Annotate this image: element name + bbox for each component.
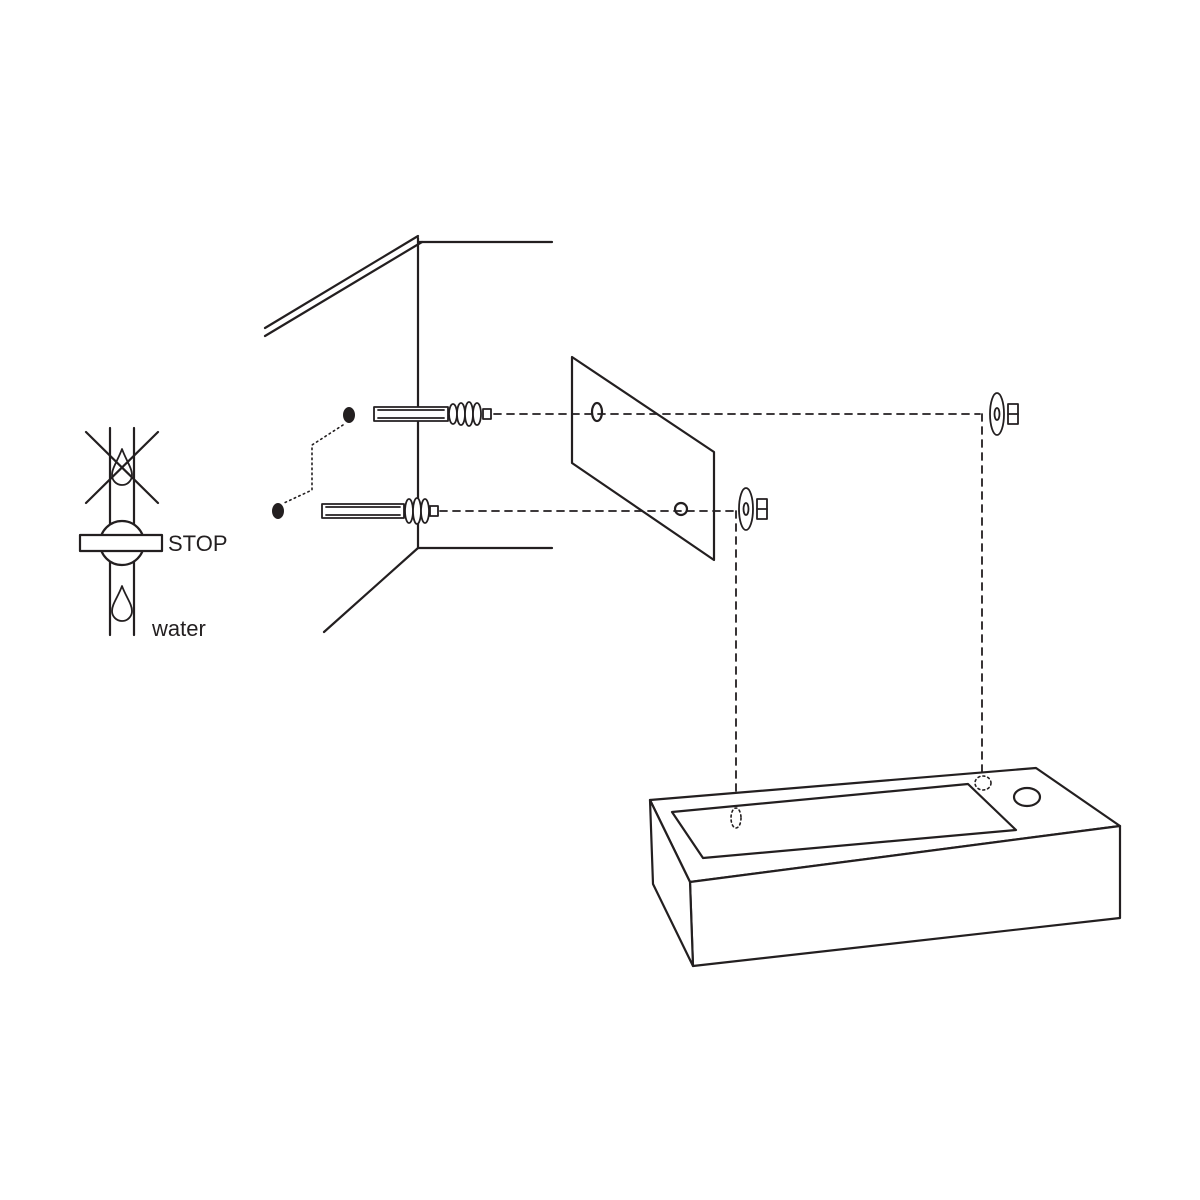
drill-hole-upper xyxy=(343,407,355,423)
water-label: water xyxy=(151,616,206,641)
sink-fixing-hole-right xyxy=(974,775,992,791)
plate-slot-hole xyxy=(590,401,604,423)
sink-basin xyxy=(648,766,1122,968)
crossed-water-drop-icon xyxy=(84,430,160,505)
alignment-guides xyxy=(439,413,983,801)
washer-nut-upper xyxy=(989,392,1019,436)
washer-nut-lower xyxy=(738,487,768,531)
sink-fixing-hole-left xyxy=(730,807,742,829)
water-drop-icon xyxy=(111,585,133,622)
stop-label: STOP xyxy=(168,531,228,556)
stop-valve-icon xyxy=(78,519,164,567)
wall-plug-lower xyxy=(321,497,439,525)
mounting-plate xyxy=(570,355,716,562)
tap-hole xyxy=(1012,786,1042,808)
basin-bowl xyxy=(670,782,1018,860)
wall-corner xyxy=(263,234,554,634)
wall-plug-upper xyxy=(373,401,492,427)
plate-round-hole xyxy=(673,501,689,517)
drill-holes xyxy=(272,407,355,519)
drill-hole-lower xyxy=(272,503,284,519)
